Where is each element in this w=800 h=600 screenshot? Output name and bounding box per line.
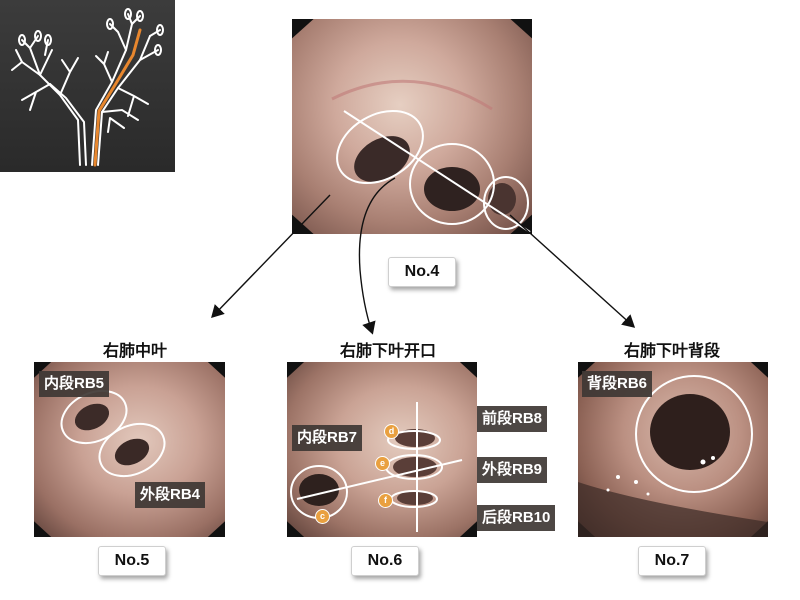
label-rb4: 外段RB4 <box>135 482 206 508</box>
tree-branch <box>59 57 79 96</box>
label-rb7: 内段RB7 <box>292 425 363 451</box>
tree-branch <box>107 117 125 133</box>
annotation-axis-line <box>343 110 531 233</box>
annotation-ellipse <box>387 430 441 450</box>
bronchial-tree-thumbnail <box>0 0 175 172</box>
marker-f: f <box>378 493 393 508</box>
tree-branch <box>95 51 113 83</box>
endoscope-image-no4 <box>292 19 532 234</box>
annotation-ellipse <box>336 109 424 185</box>
tree-branch <box>49 83 87 166</box>
highlighted-path <box>93 28 142 167</box>
marker-d: d <box>384 424 399 439</box>
tree-branch <box>21 61 81 166</box>
marker-c: c <box>315 509 330 524</box>
panel-title-no7: 右肺下叶背段 <box>623 343 720 360</box>
badge-no4: No.4 <box>388 257 456 287</box>
tree-branch <box>11 49 23 71</box>
annotation-circle <box>635 375 753 493</box>
panel-title-no5: 右肺中叶 <box>102 343 167 360</box>
bronchial-tree-diagram <box>11 8 164 167</box>
panel-title-no6: 右肺下叶开口 <box>339 343 436 360</box>
marker-e: e <box>375 456 390 471</box>
tree-branch <box>21 35 53 76</box>
label-rb8: 前段RB8 <box>477 406 548 432</box>
badge-no6: No.6 <box>351 546 419 576</box>
label-rb5: 内段RB5 <box>39 371 110 397</box>
label-rb10: 后段RB10 <box>477 505 556 531</box>
tree-branch <box>101 87 149 121</box>
label-rb9: 外段RB9 <box>477 457 548 483</box>
badge-no7: No.7 <box>638 546 706 576</box>
tree-branch <box>21 83 51 111</box>
annotation-ellipse <box>98 422 166 478</box>
annotation-axis-line <box>296 459 463 500</box>
annotation-ellipse <box>409 143 495 225</box>
label-rb6: 背段RB6 <box>582 371 653 397</box>
badge-no5: No.5 <box>98 546 166 576</box>
